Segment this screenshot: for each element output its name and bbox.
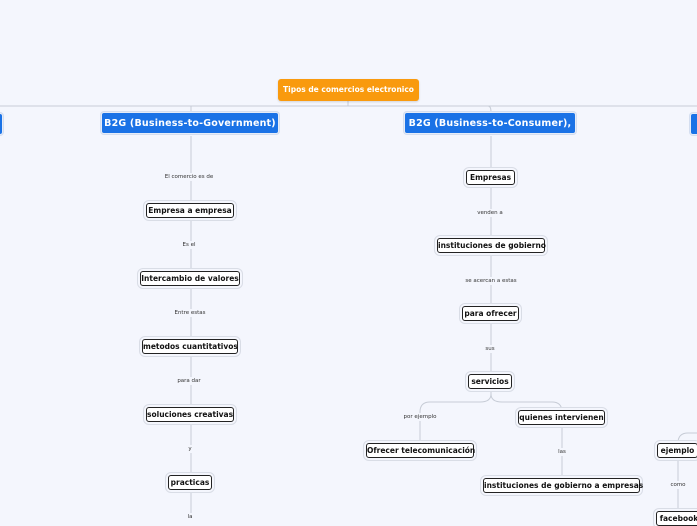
topic-metodos-cuantitativos[interactable]: metodos cuantitativos [142, 339, 238, 354]
connector-label: las [554, 448, 570, 456]
topic-empresa-a-empresa[interactable]: Empresa a empresa [146, 203, 234, 218]
connector-label: Es el [178, 241, 200, 249]
topic-empresas[interactable]: Empresas [466, 170, 515, 185]
connector-label: por ejemplo [399, 413, 441, 421]
topic-intercambio-de-valores[interactable]: Intercambio de valores [140, 271, 240, 286]
connector-label: sus [482, 345, 498, 353]
connector-label: y [184, 445, 196, 453]
connector-label: como [667, 481, 689, 489]
topic-practicas[interactable]: practicas [168, 475, 212, 490]
topic-facebook[interactable]: facebook [656, 511, 697, 526]
connector-label: la [183, 513, 197, 521]
topic-instituciones-de-gobierno[interactable]: instituciones de gobierno [437, 238, 546, 253]
topic-para-ofrecer[interactable]: para ofrecer [462, 306, 519, 321]
topic-servicios[interactable]: servicios [468, 374, 512, 389]
connector-label: El comercio es de [160, 173, 218, 181]
connector-label: venden a [474, 209, 506, 217]
topic-ofrecer-telecomunicacion[interactable]: Ofrecer telecomunicación [366, 443, 475, 458]
main-topic-left-partial[interactable] [0, 113, 3, 135]
main-topic-b2g-consumer[interactable]: B2G (Business-to-Consumer), [404, 112, 576, 134]
topic-quienes-intervienen[interactable]: quienes intervienen [518, 410, 605, 425]
topic-soluciones-creativas[interactable]: soluciones creativas [146, 407, 234, 422]
topic-ejemplo[interactable]: ejemplo [657, 443, 697, 458]
main-topic-b2g-government[interactable]: B2G (Business-to-Government) [101, 112, 279, 134]
main-topic-right-partial[interactable] [690, 113, 697, 135]
root-topic[interactable]: Tipos de comercios electronico [278, 79, 419, 101]
connector-label: Entre estas [171, 309, 209, 317]
connector-label: se acercan a estas [462, 277, 520, 285]
topic-instituciones-de-gobierno-a-empresas[interactable]: instituciones de gobierno a empresas [483, 478, 643, 493]
connector-label: para dar [173, 377, 205, 385]
